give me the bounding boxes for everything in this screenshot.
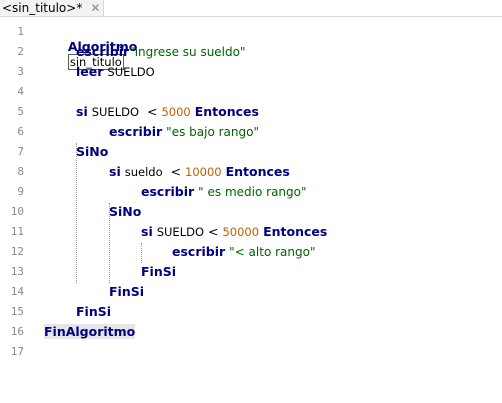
line-number: 9 — [17, 185, 24, 198]
code-line: 3 leer SUELDO — [0, 62, 502, 82]
line-number: 5 — [17, 105, 24, 118]
keyword-sino: SiNo — [109, 204, 142, 219]
string-literal: " es medio rango" — [198, 185, 307, 199]
line-number: 11 — [10, 225, 24, 238]
keyword-entonces: Entonces — [263, 224, 328, 239]
close-icon[interactable]: ✕ — [90, 1, 101, 15]
line-number: 10 — [10, 205, 24, 218]
keyword-escribir: escribir — [172, 244, 226, 259]
string-literal: "ingrese su sueldo" — [129, 45, 246, 59]
code-line: 2 escribir"ingrese su sueldo" — [0, 42, 502, 62]
tab-title: <sin_titulo>* — [2, 1, 83, 15]
code-line: 14 FinSi — [0, 282, 502, 302]
keyword-si: si — [109, 164, 121, 179]
operator: < — [170, 164, 182, 179]
tab-divider — [0, 16, 502, 17]
identifier: SUELDO — [91, 105, 140, 119]
code-line: 17 — [0, 342, 502, 362]
line-number: 17 — [10, 345, 24, 358]
line-number: 15 — [10, 305, 24, 318]
keyword-si: si — [141, 224, 153, 239]
line-number: 7 — [17, 145, 24, 158]
code-line: 8 si sueldo < 10000 Entonces — [0, 162, 502, 182]
keyword-entonces: Entonces — [194, 104, 259, 119]
keyword-escribir: escribir — [76, 44, 130, 59]
code-line: 12 escribir "< alto rango" — [0, 242, 502, 262]
identifier: SUELDO — [156, 225, 205, 239]
identifier: sueldo — [124, 165, 163, 179]
tab-bar: <sin_titulo>* ✕ — [0, 0, 502, 17]
code-line: 15 FinSi — [0, 302, 502, 322]
code-editor[interactable]: 1 Algoritmo sin_titulo 2 escribir"ingres… — [0, 22, 502, 403]
code-line: 4 — [0, 82, 502, 102]
code-line: 9 escribir " es medio rango" — [0, 182, 502, 202]
keyword-escribir: escribir — [141, 184, 195, 199]
string-literal: "es bajo rango" — [166, 125, 259, 139]
keyword-si: si — [76, 104, 88, 119]
line-number: 6 — [17, 125, 24, 138]
indent-guide — [141, 243, 142, 263]
line-number: 1 — [17, 25, 24, 38]
number-literal: 50000 — [222, 225, 260, 239]
identifier: SUELDO — [107, 65, 155, 79]
number-literal: 10000 — [185, 165, 222, 179]
code-line: 6 escribir "es bajo rango" — [0, 122, 502, 142]
keyword-finsi: FinSi — [141, 264, 177, 279]
code-line: 13 FinSi — [0, 262, 502, 282]
keyword-escribir: escribir — [109, 124, 163, 139]
code-line: 16 FinAlgoritmo — [0, 322, 502, 342]
keyword-finalgoritmo: FinAlgoritmo — [44, 324, 136, 339]
line-number: 3 — [17, 65, 24, 78]
number-literal: 5000 — [161, 105, 191, 119]
line-number: 8 — [17, 165, 24, 178]
keyword-leer: leer — [76, 64, 104, 79]
line-number: 12 — [10, 245, 24, 258]
line-number: 4 — [17, 85, 24, 98]
string-literal: "< alto rango" — [229, 245, 316, 259]
line-number: 16 — [10, 325, 24, 338]
line-number: 2 — [17, 45, 24, 58]
keyword-finsi: FinSi — [109, 284, 145, 299]
line-number: 14 — [10, 285, 24, 298]
keyword-entonces: Entonces — [225, 164, 290, 179]
indent-guide — [76, 143, 77, 283]
algorithm-name[interactable]: sin_titulo — [67, 54, 124, 70]
indent-guide — [109, 203, 110, 283]
keyword-finsi: FinSi — [76, 304, 112, 319]
code-line: 1 Algoritmo sin_titulo — [0, 22, 502, 70]
keyword-sino: SiNo — [76, 144, 109, 159]
code-line: 10 SiNo — [0, 202, 502, 222]
operator: < — [208, 224, 219, 239]
code-line: 11 si SUELDO < 50000 Entonces — [0, 222, 502, 242]
line-number: 13 — [10, 265, 24, 278]
keyword-algoritmo: Algoritmo — [67, 39, 138, 54]
code-line: 5 si SUELDO < 5000 Entonces — [0, 102, 502, 122]
operator: < — [146, 104, 158, 119]
code-line: 7 SiNo — [0, 142, 502, 162]
tab-sin-titulo[interactable]: <sin_titulo>* ✕ — [0, 0, 105, 16]
